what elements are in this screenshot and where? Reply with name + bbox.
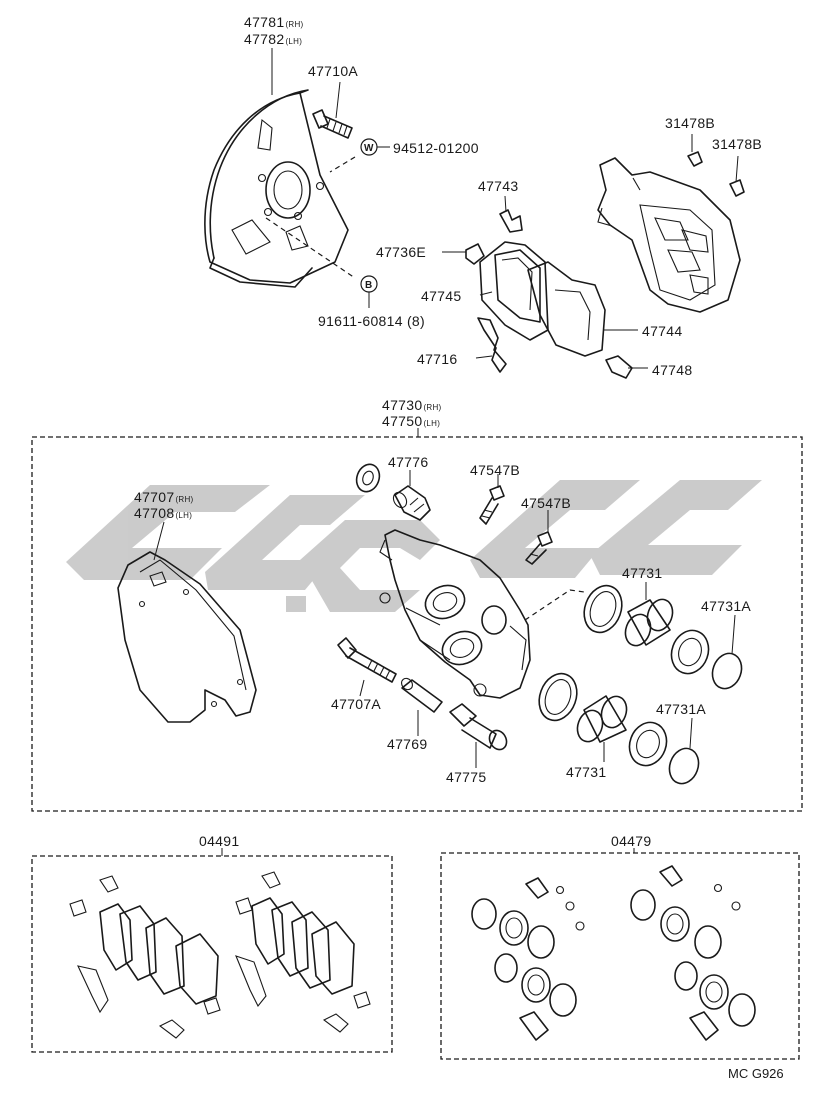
dust-boot-upper [670,629,710,675]
bolt-mark-b-text: B [365,280,372,291]
leader-47745 [479,291,493,296]
leader-47743 [504,195,507,213]
dust-cover [204,89,349,288]
label-31478B-b: 31478B [712,136,762,152]
label-47547B-a: 47547B [470,462,520,478]
label-04479: 04479 [611,833,651,849]
label-47775: 47775 [446,769,486,785]
label-47731A-a: 47731A [701,598,751,614]
ring-47731A-lower [668,747,700,785]
label-47744: 47744 [642,323,682,339]
anti-squeal-shim [117,551,257,723]
label-47750: 47750(LH) [382,413,440,429]
bleeder-screw-2 [525,531,553,565]
bolt-47710A [312,109,353,139]
watermark-logo [66,480,762,612]
piston-seal-lower [538,672,578,722]
label-47782: 47782(LH) [244,31,302,47]
caliper-assembly-frame [31,436,803,812]
kit-04491-frame [31,855,393,1053]
clip-47736E [465,243,485,265]
kit-04479-seals-left [471,877,585,1041]
kit-04479-frame [440,852,800,1060]
label-47708: 47708(LH) [134,505,192,521]
leader-47707A [359,679,365,697]
washer-mark-w-text: W [364,143,374,154]
leader-47707 [153,521,165,561]
label-47769: 47769 [387,736,427,752]
label-91611-60814: 91611-60814 (8) [318,313,425,329]
label-47731-a: 47731 [622,565,662,581]
label-47781: 47781(RH) [244,14,304,30]
watermark-dot [286,596,306,612]
watermark-shape-left [66,485,270,580]
caliper-housing [597,157,741,313]
sleeve-47769 [401,677,443,713]
bolt-47707A [337,637,397,683]
piston-lower [576,695,628,743]
watermark-shape-mid [300,520,440,612]
caliper-body [379,529,531,699]
brake-pad-outer-47744 [527,261,606,357]
watermark-shape-mid-left [205,495,365,590]
label-47731A-b: 47731A [656,701,706,717]
label-94512-01200: 94512-01200 [393,140,479,156]
dust-boot-47776 [355,463,381,493]
watermark-shape-right [470,480,640,578]
diagram-code: MC G926 [728,1066,784,1081]
label-47736E: 47736E [376,244,426,260]
label-31478B-a: 31478B [665,115,715,131]
label-47748: 47748 [652,362,692,378]
piston-upper [624,598,674,647]
leader-47731A-a [731,614,736,655]
bleeder-screw-1 [479,485,505,525]
kit-04479-seals-right [630,865,756,1041]
kit-04491-pads-right [235,871,371,1033]
label-47743: 47743 [478,178,518,194]
label-47710A: 47710A [308,63,358,79]
dust-boot-lower [628,721,668,767]
bleeder-cap-1 [687,151,703,167]
label-47745: 47745 [421,288,461,304]
label-47776: 47776 [388,454,428,470]
label-47707A: 47707A [331,696,381,712]
clip-47748 [605,355,633,379]
label-47730: 47730(RH) [382,397,442,413]
kit-04491-pads-left [69,875,221,1039]
assembly-guide-line [524,589,585,621]
label-47716: 47716 [417,351,457,367]
label-04491: 04491 [199,833,239,849]
watermark-shape-far-right [590,480,762,575]
ring-47731A-upper [711,652,743,690]
pin-47775 [449,703,508,751]
label-47731-b: 47731 [566,764,606,780]
leader-31478B-b [735,155,739,183]
spring-47716 [477,317,507,373]
brake-pads-inner [479,241,549,341]
label-47707: 47707(RH) [134,489,194,505]
callout-labels: 47781(RH) 47782(LH) 47710A 94512-01200 9… [134,14,784,1081]
label-47547B-b: 47547B [521,495,571,511]
piston-seal-upper [583,584,623,634]
leader-47716 [475,355,493,359]
clip-47743 [499,209,523,233]
leader-47710A [335,81,341,119]
bleeder-cap-2 [729,179,745,197]
leader-47731A-b [689,717,693,749]
bushing-47776 [392,485,431,521]
